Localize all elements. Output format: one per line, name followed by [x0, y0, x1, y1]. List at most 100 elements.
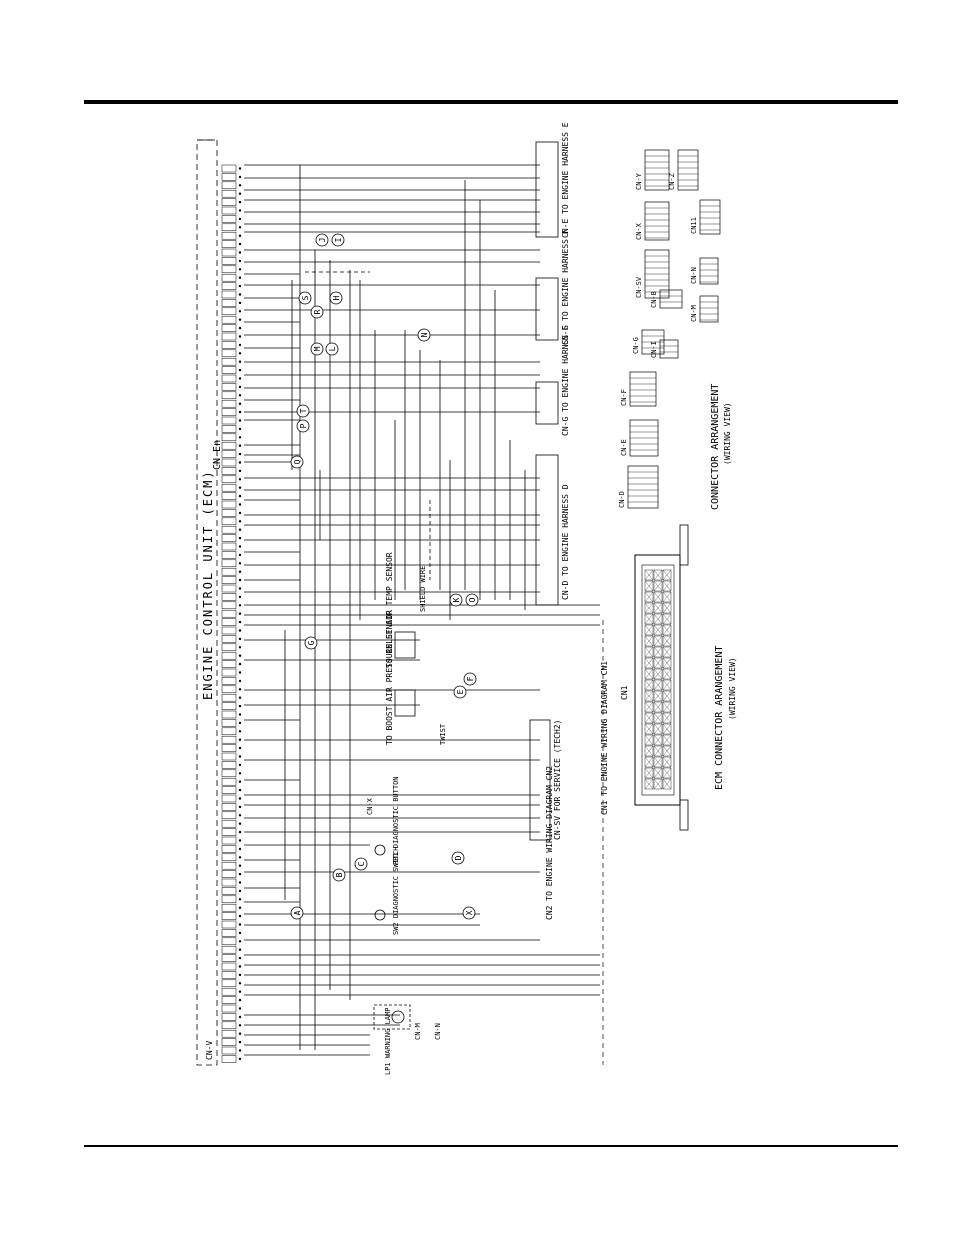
circle-marker: J	[315, 233, 329, 247]
ecm-pin	[221, 660, 237, 668]
circle-marker: R	[310, 305, 324, 319]
boost-label: TO BOOST AIR PRESSURE SENSOR	[385, 610, 394, 745]
harness-e-label: CN-E TO ENGINE HARNESS E	[561, 122, 570, 238]
ecm-pin	[221, 651, 237, 660]
circle-marker: X	[462, 906, 476, 920]
ecm-connector-cell	[662, 778, 672, 790]
ecm-pin-dot	[238, 352, 242, 355]
ecm-connector-cell	[662, 602, 672, 614]
ecm-pin-dot	[238, 830, 242, 834]
ecm-pin	[221, 576, 237, 584]
ecm-pin	[221, 458, 237, 467]
ecm-connector-cell	[653, 668, 663, 680]
ecm-pin-dot	[238, 402, 242, 405]
ecm-connector-cell	[662, 646, 672, 658]
connector-icon-label: CN-G	[632, 337, 640, 354]
ecm-pin	[221, 954, 237, 962]
connector-icon-label: CN-SV	[635, 276, 643, 298]
service-connector: CN-SV FOR SERVICE (TECH2)	[529, 720, 562, 841]
ecm-pin	[221, 492, 237, 500]
ecm-pin-dot	[238, 604, 242, 607]
pb1-button: PB1 DIAGNOSTIC BUTTON	[374, 776, 400, 865]
ecm-pin	[221, 803, 237, 811]
ecm-connector-cell	[662, 613, 672, 625]
ecm-connector-cell	[644, 657, 654, 669]
ecm-pin	[221, 425, 237, 433]
ecm-pin-dot	[238, 234, 242, 237]
ecm-pin-dot	[238, 587, 242, 590]
ecm-pin-dot	[238, 629, 242, 632]
connector-icon-label: CN-N	[690, 267, 698, 284]
connector-wiring-view: (WIRING VIEW)	[723, 402, 732, 465]
ecm-pin-dot	[238, 335, 242, 338]
ecm-pin	[221, 341, 237, 349]
cn2-diagram-label: CN2 TO ENGINE WIRING DIAGRAM CN2	[545, 766, 554, 920]
service-connector-label: CN-SV FOR SERVICE (TECH2)	[553, 720, 562, 840]
ecm-pin-dot	[238, 822, 242, 825]
ecm-pin-dot	[238, 293, 242, 296]
ecm-pin	[221, 542, 237, 551]
ecm-connector-cell	[662, 756, 672, 768]
shield-label: SHIELD WIRE	[419, 566, 427, 612]
circle-marker-label: S	[301, 295, 310, 300]
ecm-pin-block	[221, 164, 242, 1063]
ecm-connector-cell	[662, 679, 672, 691]
ecm-connector-cell	[662, 569, 672, 581]
circle-marker-label: K	[452, 597, 461, 602]
circle-marker-label: P	[299, 423, 308, 428]
ecm-connector-cell	[644, 734, 654, 746]
ecm-pin-dot	[238, 923, 242, 926]
ecm-pin	[221, 1004, 237, 1013]
ecm-pin	[221, 786, 237, 794]
circle-marker-label: R	[313, 309, 322, 314]
ecm-pin	[221, 635, 237, 643]
sw2-label: SW2 DIAGNOSTIC SWITCH	[392, 846, 400, 935]
ecm-pin	[221, 937, 237, 946]
ecm-pin	[221, 878, 237, 887]
ecm-pin	[221, 761, 237, 769]
ecm-pin-dot	[238, 469, 242, 473]
ecm-pin-dot	[238, 856, 242, 859]
circle-marker-label: B	[335, 872, 344, 877]
circle-marker: H	[329, 291, 343, 305]
ecm-pin	[221, 509, 237, 517]
connector-icon: CN-D	[618, 465, 659, 509]
ecm-connector-cell	[653, 701, 663, 713]
ecm-pin	[221, 920, 237, 929]
ecm-pin	[221, 811, 237, 820]
ecm-pin-dot	[238, 284, 242, 288]
ecm-pin	[221, 173, 237, 181]
ecm-pin-dot	[238, 704, 242, 708]
connector-icon: CN-M	[690, 295, 719, 323]
circle-marker-label: J	[318, 238, 327, 243]
ecm-pin-dot	[238, 662, 242, 666]
ecm-pin-dot	[238, 721, 242, 725]
ecm-pin-dot	[238, 511, 242, 515]
connector-icon-label: CN-Y	[635, 172, 643, 190]
ecm-connector-cell	[644, 778, 654, 790]
cn-en-label: CN-En	[212, 440, 223, 470]
ecm-connector-drawing	[634, 524, 689, 831]
ecm-connector-cell	[662, 701, 672, 713]
ecm-pin	[221, 399, 237, 408]
connector-icon-label: CN-I	[650, 341, 658, 358]
ecm-pin-dot	[238, 259, 242, 263]
ecm-pin	[221, 1046, 237, 1055]
circle-marker: S	[298, 291, 312, 305]
ecm-pin-dot	[238, 688, 242, 691]
connector-icon-label: CN-X	[635, 222, 643, 240]
ecm-pin	[221, 483, 237, 492]
ecm-pin-dot	[238, 310, 242, 313]
ecm-pin-dot	[238, 167, 242, 170]
ecm-pin-dot	[238, 545, 242, 548]
ecm-connector-cell	[653, 657, 663, 669]
connector-icon: CN-N	[690, 257, 719, 285]
harness-d-label: CN-D TO ENGINE HARNESS D	[561, 484, 570, 600]
ecm-pin-dot	[238, 184, 242, 187]
ecm-pin-dot	[238, 982, 242, 985]
circle-marker: Q	[290, 455, 304, 469]
ecm-pin	[221, 903, 237, 912]
ecm-pin	[221, 685, 237, 694]
circle-marker-label: L	[328, 346, 337, 351]
